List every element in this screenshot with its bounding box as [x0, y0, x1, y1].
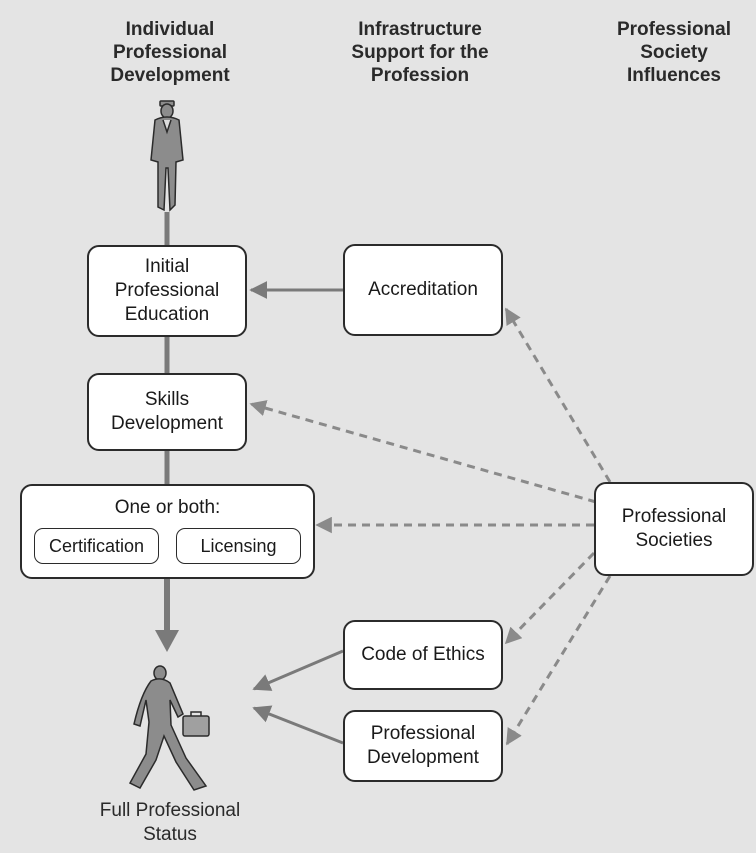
development-to-status-arrow — [252, 705, 344, 745]
heading-infrastructure-support: Infrastructure Support for the Professio… — [351, 19, 489, 86]
societies-to-ethics-arrow — [504, 551, 596, 645]
skills-development-box: Skills Development — [87, 373, 247, 451]
accreditation-box: Accreditation — [343, 244, 503, 336]
societies-to-accreditation-arrow — [504, 307, 612, 483]
licensing-pill: Licensing — [176, 528, 301, 564]
standing-person-icon — [150, 100, 184, 212]
code-of-ethics-box: Code of Ethics — [343, 620, 503, 690]
societies-to-development-arrow — [505, 575, 612, 746]
full-professional-status-label: Full Professional Status — [99, 800, 241, 845]
heading-individual-development: Individual Professional Development — [110, 19, 230, 86]
one-or-both-label: One or both: — [114, 497, 221, 518]
ethics-to-status-arrow — [252, 649, 344, 691]
walking-person-with-briefcase-icon — [128, 665, 210, 791]
societies-to-skills-arrow — [249, 400, 597, 504]
professional-development-box: Professional Development — [343, 710, 503, 782]
heading-society-influences: Professional Society Influences — [616, 19, 732, 86]
professional-societies-box: Professional Societies — [594, 482, 754, 576]
initial-education-box: Initial Professional Education — [87, 245, 247, 337]
credential-group-box: One or both: Certification Licensing — [20, 484, 315, 579]
spine-arrowhead — [155, 630, 179, 652]
certification-pill: Certification — [34, 528, 159, 564]
